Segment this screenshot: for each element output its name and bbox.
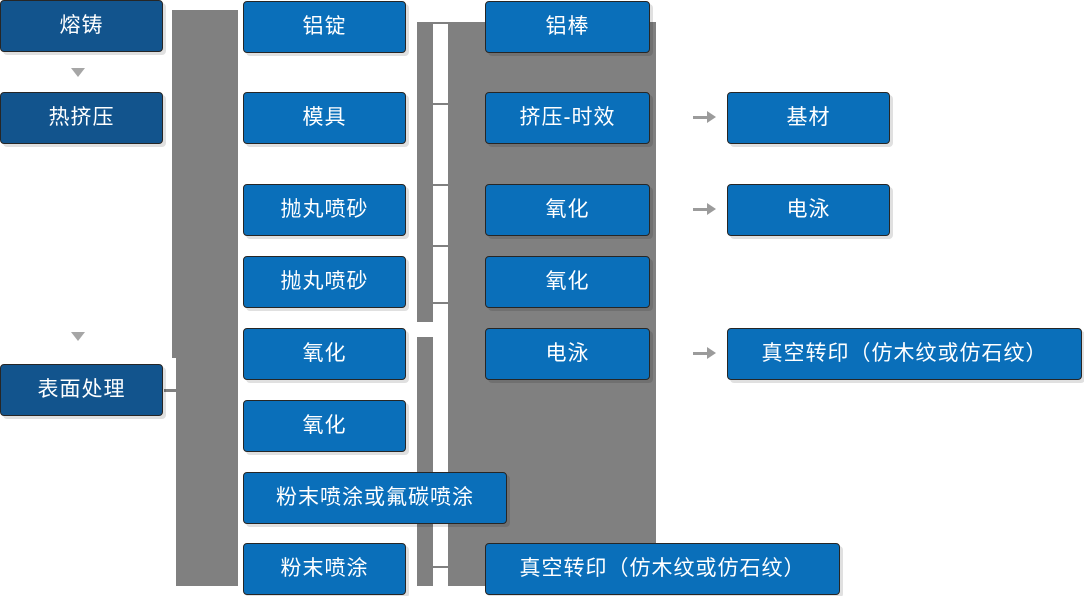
process-box-c3-2[interactable]: 挤压-时效 [485,92,650,144]
process-box-c2-3-label: 抛丸喷砂 [280,197,369,221]
connector-band-gutter-upper [417,22,433,322]
arrow-to-c2-8 [226,562,236,576]
gutter-tick-2 [433,103,455,105]
down-arrow-stage2 [71,332,85,341]
stage-box-1[interactable]: 熔铸 [0,0,163,52]
process-box-c4-2[interactable]: 电泳 [727,184,890,236]
process-box-c2-6-label: 氧化 [302,413,347,437]
process-box-c3-5[interactable]: 电泳 [485,328,650,380]
process-box-c3-4-label: 氧化 [545,269,590,293]
process-box-c4-3[interactable]: 真空转印（仿木纹或仿石纹） [727,328,1082,380]
gutter-tick-5 [433,302,455,304]
gutter-tick-6 [433,566,455,568]
process-box-c4-2-label: 电泳 [786,197,831,221]
arrow-to-c2-7 [226,491,236,505]
arrow-to-c2-2 [226,110,236,124]
gutter-tick-1 [433,22,455,24]
process-box-c3-1[interactable]: 铝棒 [485,1,650,53]
process-box-c2-5-label: 氧化 [302,341,347,365]
process-box-c2-2-label: 模具 [302,105,347,129]
process-box-c2-1[interactable]: 铝锭 [243,1,406,53]
process-box-c2-8[interactable]: 粉末喷涂 [243,543,406,595]
process-box-c3-2-label: 挤压-时效 [519,105,616,129]
down-arrow-stage1 [71,68,85,77]
gutter-tick-3 [433,184,455,186]
arrow-stem-c4-1 [693,116,709,119]
stage-box-2-label: 热挤压 [48,105,115,129]
process-box-c4-3-label: 真空转印（仿木纹或仿石纹） [761,341,1048,365]
process-box-c2-7-label: 粉末喷涂或氟碳喷涂 [276,485,474,509]
stage3-stem [164,389,180,392]
process-box-c3-5-label: 电泳 [545,341,590,365]
process-box-c4-1[interactable]: 基材 [727,92,890,144]
process-box-c3-4[interactable]: 氧化 [485,256,650,308]
process-box-c2-2[interactable]: 模具 [243,92,406,144]
process-box-c3-3[interactable]: 氧化 [485,184,650,236]
connector-band-gutter-lower [417,337,433,586]
arrow-to-c2-3 [226,203,236,217]
stage-box-2[interactable]: 热挤压 [0,92,163,144]
arrow-stem-c4-2 [693,208,709,211]
process-box-c2-5[interactable]: 氧化 [243,328,406,380]
process-box-c3-1-label: 铝棒 [545,14,590,38]
process-box-c2-8-label: 粉末喷涂 [280,556,369,580]
process-box-c2-1-label: 铝锭 [302,14,347,38]
process-box-c4-1-label: 基材 [786,105,831,129]
process-box-c2-7[interactable]: 粉末喷涂或氟碳喷涂 [243,472,507,524]
arrow-stem-c4-3 [693,352,709,355]
process-box-c2-4[interactable]: 抛丸喷砂 [243,256,406,308]
process-box-c3-6-label: 真空转印（仿木纹或仿石纹） [519,556,806,580]
process-box-c2-6[interactable]: 氧化 [243,400,406,452]
arrow-to-c2-6 [226,419,236,433]
connector-band-left-lower [176,358,238,586]
arrow-to-c2-4 [226,275,236,289]
process-box-c2-4-label: 抛丸喷砂 [280,269,369,293]
connector-notch [160,358,176,410]
stage-box-3[interactable]: 表面处理 [0,364,163,416]
connector-band-left-upper [172,10,238,358]
process-box-c3-6[interactable]: 真空转印（仿木纹或仿石纹） [485,543,840,595]
gutter-tick-4 [433,245,455,247]
arrow-to-c4-1 [707,111,716,123]
arrow-to-c2-5 [226,347,236,361]
process-box-c3-3-label: 氧化 [545,197,590,221]
process-box-c2-3[interactable]: 抛丸喷砂 [243,184,406,236]
arrow-to-c4-3 [707,347,716,359]
stage-box-3-label: 表面处理 [37,377,126,401]
stage-box-1-label: 熔铸 [59,13,104,37]
arrow-to-c2-1 [226,20,236,34]
arrow-to-c4-2 [707,203,716,215]
